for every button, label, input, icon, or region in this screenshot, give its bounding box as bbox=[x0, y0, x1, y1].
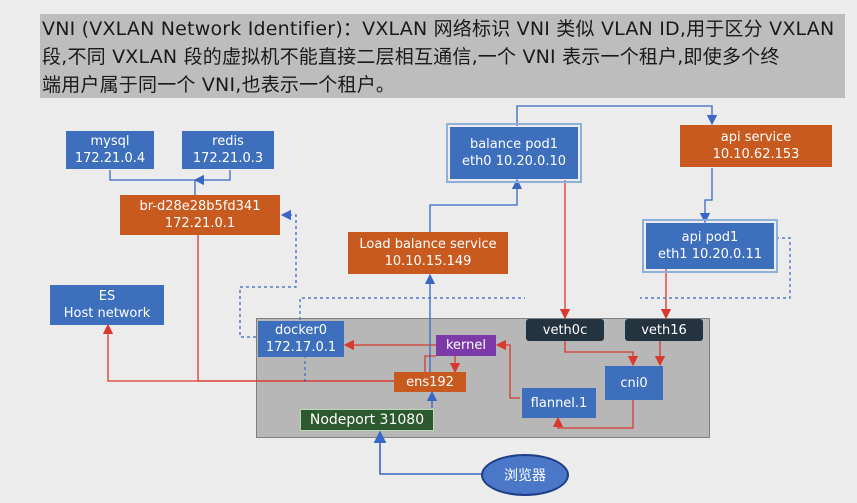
node-api-pod-name: api pod1 bbox=[681, 230, 739, 245]
link-ens-es bbox=[102, 323, 400, 382]
caption-line-2: 段,不同 VXLAN 段的虚拟机不能直接二层相互通信,一个 VNI 表示一个租户… bbox=[42, 46, 780, 68]
node-lb-service: Load balance service 10.10.15.149 bbox=[348, 232, 508, 274]
node-es: ES Host network bbox=[50, 285, 164, 325]
node-balance-pod-ip: eth0 10.20.0.10 bbox=[461, 154, 567, 169]
node-mysql-name: mysql bbox=[90, 134, 130, 149]
node-es-desc: Host network bbox=[63, 306, 151, 321]
node-bridge: br-d28e28b5fd341 172.21.0.1 bbox=[120, 195, 280, 235]
node-docker0-name: docker0 bbox=[274, 323, 328, 338]
node-kernel: kernel bbox=[436, 335, 496, 356]
node-ens192: ens192 bbox=[394, 372, 466, 392]
node-flannel: flannel.1 bbox=[522, 388, 596, 418]
node-veth0c: veth0c bbox=[526, 319, 604, 341]
link-flannel-kernel bbox=[495, 339, 520, 399]
node-mysql: mysql 172.21.0.4 bbox=[66, 131, 154, 169]
node-api-service-ip: 10.10.62.153 bbox=[712, 147, 800, 162]
link-balancepod-apiservice bbox=[516, 105, 718, 126]
node-es-name: ES bbox=[98, 289, 116, 304]
node-veth16-label: veth16 bbox=[641, 322, 687, 338]
node-kernel-label: kernel bbox=[445, 338, 487, 353]
node-ens192-label: ens192 bbox=[406, 374, 454, 390]
node-veth16: veth16 bbox=[625, 319, 703, 341]
link-apipod-dotted bbox=[640, 237, 791, 299]
node-api-pod: api pod1 eth1 10.20.0.11 bbox=[642, 219, 778, 273]
link-redis-bridge bbox=[193, 170, 231, 186]
caption-line-3: 端用户属于同一个 VNI,也表示一个租户。 bbox=[42, 74, 396, 96]
node-browser: 浏览器 bbox=[481, 454, 569, 496]
node-veth0c-label: veth0c bbox=[542, 322, 588, 338]
node-redis: redis 172.21.0.3 bbox=[182, 131, 274, 169]
node-api-service-name: api service bbox=[720, 130, 792, 145]
node-lb-service-ip: 10.10.15.149 bbox=[384, 254, 472, 269]
node-nodeport-label: Nodeport 31080 bbox=[309, 411, 425, 428]
node-redis-ip: 172.21.0.3 bbox=[192, 151, 264, 166]
link-cni0-flannel bbox=[552, 400, 634, 429]
node-api-service: api service 10.10.62.153 bbox=[680, 125, 832, 167]
link-mysql-bridge bbox=[109, 170, 196, 195]
link-apiservice-apipod bbox=[699, 168, 713, 224]
caption-line-1: VNI (VXLAN Network Identifier)：VXLAN 网络标… bbox=[42, 18, 835, 40]
node-balance-pod: balance pod1 eth0 10.20.0.10 bbox=[446, 123, 582, 183]
node-mysql-ip: 172.21.0.4 bbox=[74, 151, 146, 166]
link-lbservice-balancepod bbox=[429, 178, 523, 232]
node-cni0: cni0 bbox=[605, 366, 663, 400]
node-cni0-label: cni0 bbox=[620, 375, 648, 391]
node-balance-pod-name: balance pod1 bbox=[469, 137, 559, 152]
link-browser-nodeport bbox=[373, 430, 481, 475]
node-browser-label: 浏览器 bbox=[504, 468, 546, 484]
node-bridge-ip: 172.21.0.1 bbox=[164, 216, 236, 231]
caption-banner: VNI (VXLAN Network Identifier)：VXLAN 网络标… bbox=[40, 14, 845, 98]
node-redis-name: redis bbox=[212, 134, 244, 149]
node-docker0: docker0 172.17.0.1 bbox=[258, 321, 344, 357]
node-bridge-name: br-d28e28b5fd341 bbox=[139, 199, 261, 214]
link-docker-bridge bbox=[239, 209, 297, 338]
link-ens-kernel bbox=[424, 355, 436, 372]
node-lb-service-name: Load balance service bbox=[359, 237, 497, 252]
node-flannel-label: flannel.1 bbox=[530, 395, 588, 411]
node-nodeport: Nodeport 31080 bbox=[300, 409, 434, 431]
link-docker-top-dotted bbox=[299, 297, 525, 320]
link-veth0c-cni0 bbox=[564, 340, 639, 367]
node-docker0-ip: 172.17.0.1 bbox=[265, 340, 337, 355]
node-api-pod-ip: eth1 10.20.0.11 bbox=[657, 247, 763, 262]
